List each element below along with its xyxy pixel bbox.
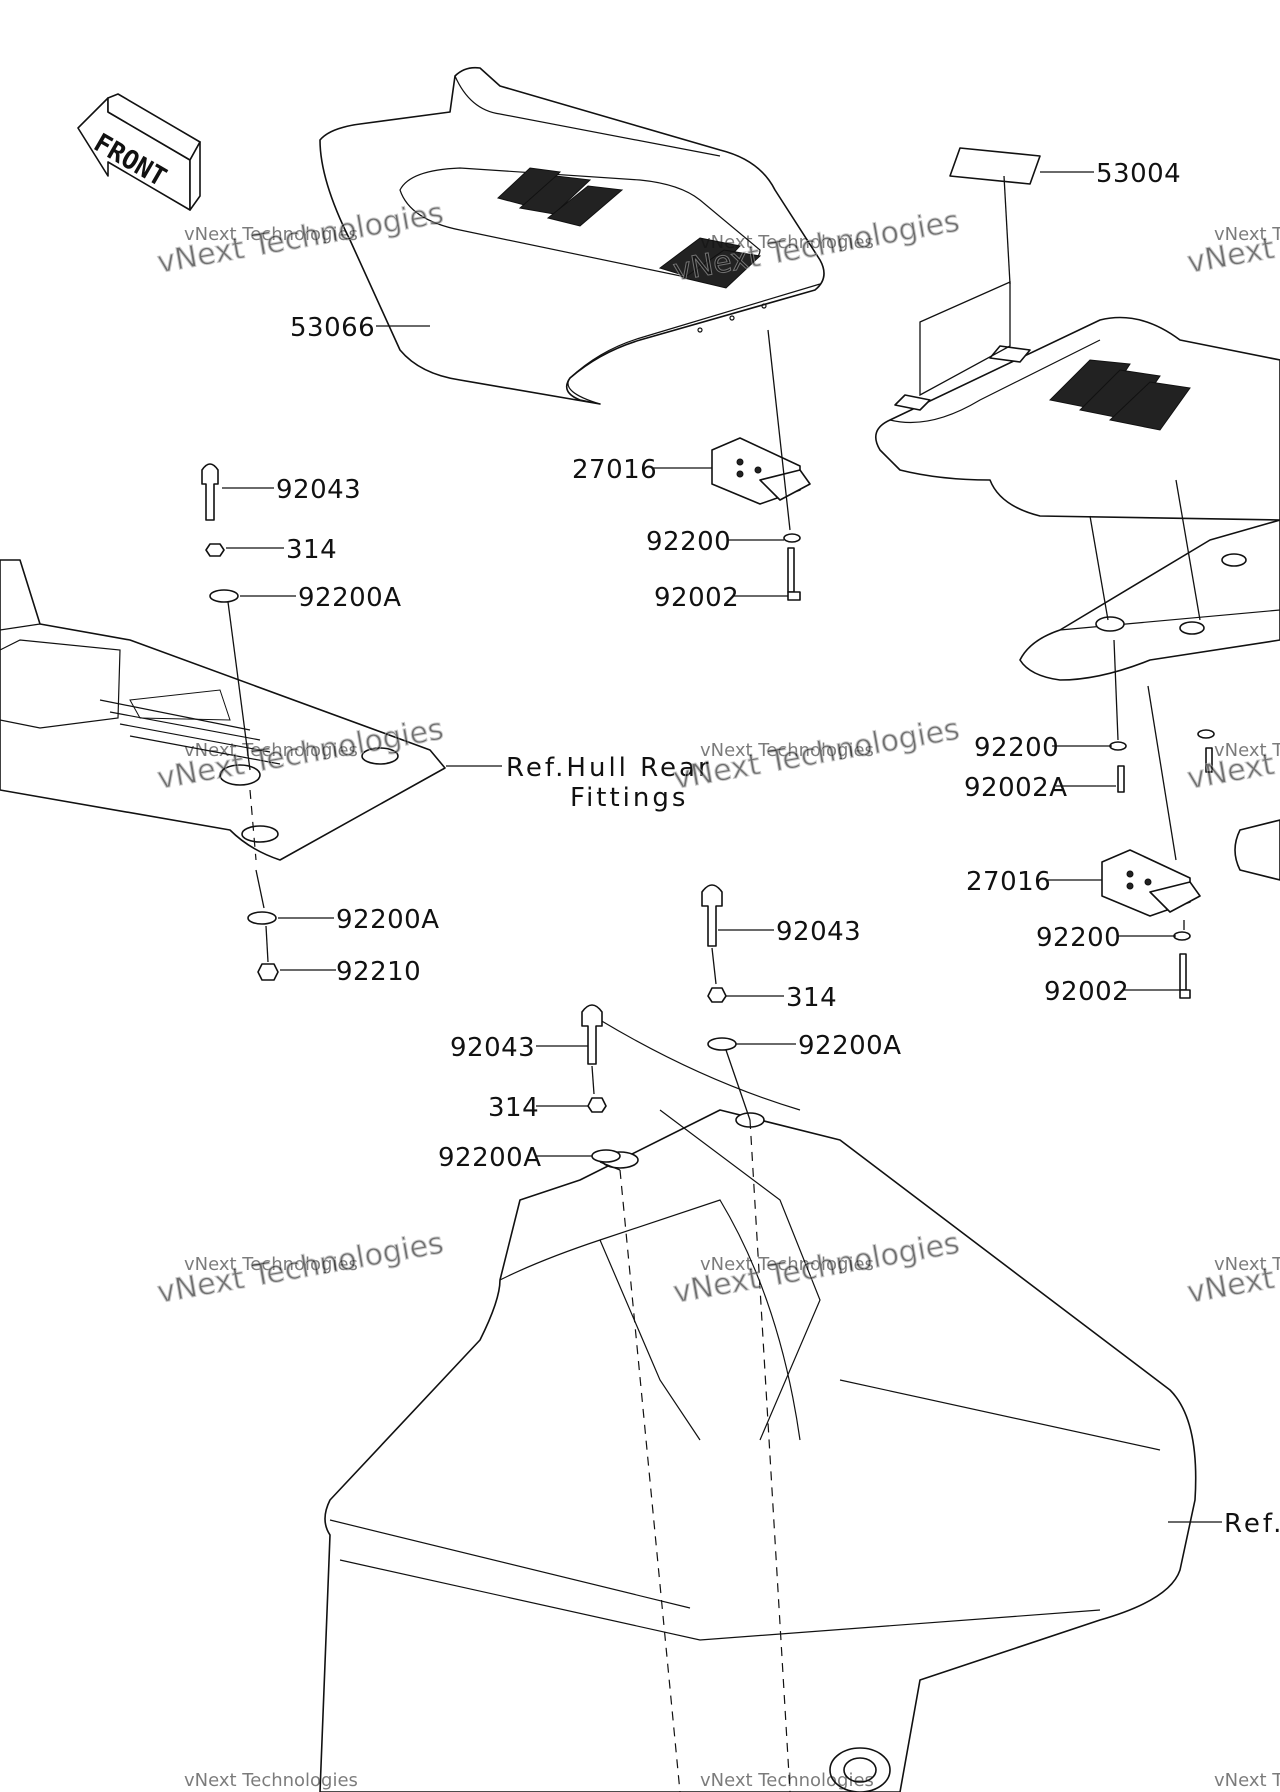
label-53066: 53066 [290,313,375,343]
watermark-line2: vNext Technologies [671,712,963,797]
watermark-line1: vNext Technologies [184,1770,358,1791]
watermark-line1: vNext Technologies [700,1254,874,1275]
watermark-line1: vNext Technologies [700,1770,874,1791]
label-ref-hull-rear-fittings: Fittings [570,783,688,813]
watermark-line2: vNext Technologies [155,1226,447,1311]
label-92043-c: 92043 [776,917,861,947]
label-92200-a: 92200 [646,527,731,557]
hardware-set-hull-a [581,1004,621,1163]
label-92210: 92210 [336,957,421,987]
label-27016-b: 27016 [966,867,1051,897]
pad-53004 [949,147,1041,185]
label-92002A: 92002A [964,773,1068,803]
label-92200A-d: 92200A [798,1031,902,1061]
hardware-set-hull-b [701,884,737,1051]
label-53004: 53004 [1096,159,1181,189]
latch-27016-b [1101,849,1201,917]
label-92200-b: 92200 [974,733,1059,763]
label-ref-right: Ref. [1224,1509,1280,1539]
label-92200A-b: 92200A [336,905,440,935]
hardware-set-left [201,463,279,981]
front-arrow-icon: FRONT [77,93,201,211]
hull-body [319,1019,1197,1792]
watermark-line2: vNext Technologies [1185,196,1280,281]
watermark-line2: vNext Technologies [1185,712,1280,797]
hardware-set-latch-b [1173,931,1191,999]
watermark-line1: vNext Technologies [700,232,874,253]
leader-lines [222,171,1222,1523]
label-92200A-c: 92200A [438,1143,542,1173]
watermark-line1: vNext Technologies [184,1254,358,1275]
label-314-a: 314 [286,535,337,565]
label-92043-b: 92043 [450,1033,535,1063]
label-92200A-a: 92200A [298,583,402,613]
label-92043-a: 92043 [276,475,361,505]
watermark-line1: vNext Technologies [1214,224,1280,245]
watermark-line1: vNext Technologies [1214,1770,1280,1791]
hull-rear-fittings [0,559,446,861]
seat-base [1019,519,1280,681]
assembly-lines [227,175,1201,1792]
latch-partial-right [1234,819,1280,881]
watermark-line1: vNext Technologies [1214,1254,1280,1275]
seat-rear [874,280,1280,521]
seat-front [319,66,825,405]
label-ref-hull-rear: Ref.Hull Rear [506,753,712,783]
watermark-line1: vNext Technologies [1214,740,1280,761]
hardware-set-base [1109,729,1215,793]
watermark-line1: vNext Technologies [184,740,358,761]
watermark-line1: vNext Technologies [184,224,358,245]
watermark-line1: vNext Technologies [700,740,874,761]
watermark-line2: vNext Technologies [1185,1226,1280,1311]
label-92002-b: 92002 [1044,977,1129,1007]
label-92200-c: 92200 [1036,923,1121,953]
latch-27016-a [711,437,811,505]
part-labels: 53004 53066 92043 314 92200A 27016 92200… [276,159,1280,1539]
label-314-b: 314 [488,1093,539,1123]
label-92002-a: 92002 [654,583,739,613]
label-27016-a: 27016 [572,455,657,485]
hardware-set-latch-a [783,533,801,601]
label-314-c: 314 [786,983,837,1013]
